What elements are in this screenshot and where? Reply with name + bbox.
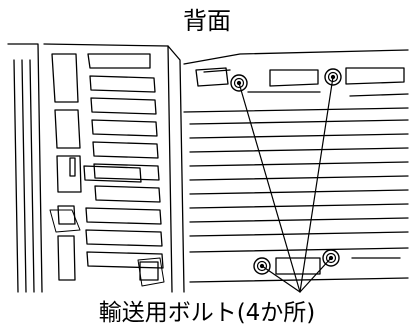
callout-leader-lines — [238, 76, 334, 293]
transport-bolt-top-right — [324, 68, 342, 86]
left-side-panel — [7, 43, 185, 293]
rear-panel — [183, 49, 409, 283]
transport-bolt-bottom-left — [253, 257, 271, 275]
rear-panel-illustration — [7, 43, 409, 293]
view-title: 背面 — [183, 7, 231, 35]
callout-label: 輸送用ボルト(4か所) — [98, 300, 316, 326]
